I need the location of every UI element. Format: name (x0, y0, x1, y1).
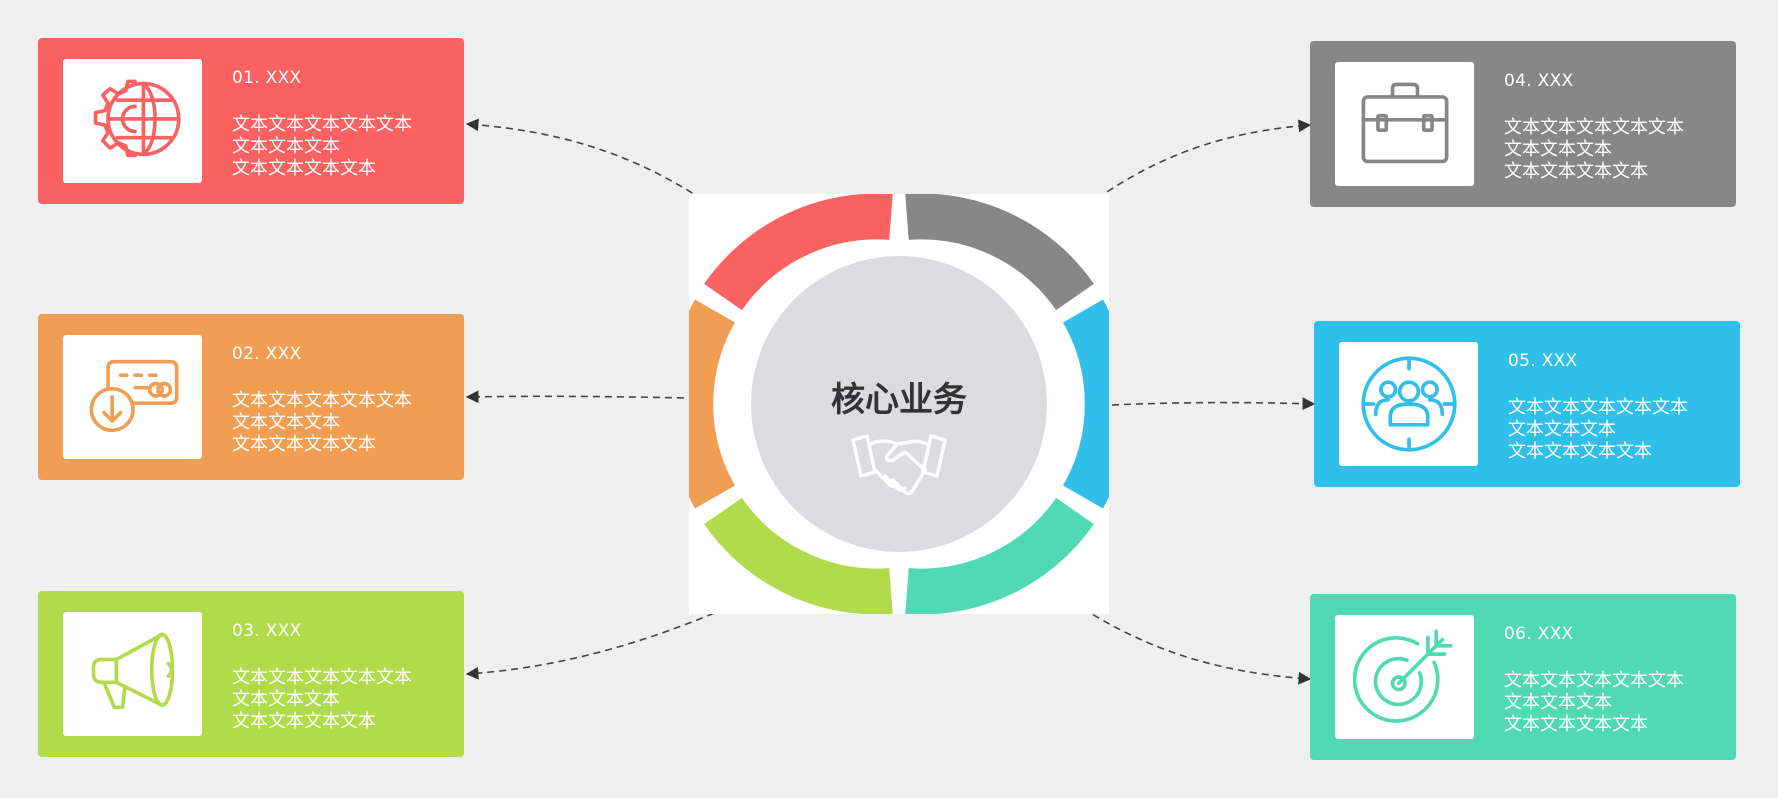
card-06-line-1: 文本文本文本文本文本 (1504, 670, 1684, 691)
card-02-title: 02. XXX (232, 344, 302, 364)
card-04-line-2: 文本文本文本 (1504, 139, 1612, 160)
card-03-icon-box (63, 612, 202, 736)
connector-04 (1039, 119, 1312, 243)
card-02-line-3: 文本文本文本文本 (232, 434, 376, 455)
card-04-text: 文本文本文本文本文本 文本文本文本 文本文本文本文本 (1504, 117, 1684, 183)
card-06-icon-box (1335, 615, 1474, 739)
card-06[interactable]: 06. XXX 文本文本文本文本文本 文本文本文本 文本文本文本文本 (1310, 594, 1736, 760)
card-01-text: 文本文本文本文本文本 文本文本文本 文本文本文本文本 (232, 114, 412, 180)
card-03-text: 文本文本文本文本文本 文本文本文本 文本文本文本文本 (232, 667, 412, 733)
card-05-text: 文本文本文本文本文本 文本文本文本 文本文本文本文本 (1508, 397, 1688, 463)
card-01-line-2: 文本文本文本 (232, 136, 340, 157)
card-04[interactable]: 04. XXX 文本文本文本文本文本 文本文本文本 文本文本文本文本 (1310, 41, 1736, 207)
card-06-title: 06. XXX (1504, 624, 1574, 644)
gear-globe-icon (93, 79, 181, 158)
ring-segment-06 (905, 497, 1094, 614)
card-05-line-3: 文本文本文本文本 (1508, 441, 1652, 462)
card-02[interactable]: 02. XXX 文本文本文本文本文本 文本文本文本 文本文本文本文本 (38, 314, 464, 480)
card-04-title: 04. XXX (1504, 71, 1574, 91)
card-05-line-2: 文本文本文本 (1508, 419, 1616, 440)
hub-ring (689, 194, 1109, 614)
card-01-line-1: 文本文本文本文本文本 (232, 114, 412, 135)
connector-02 (465, 390, 685, 404)
card-02-icon-box (63, 335, 202, 459)
card-05-line-1: 文本文本文本文本文本 (1508, 397, 1688, 418)
card-02-line-1: 文本文本文本文本文本 (232, 390, 412, 411)
card-05-title: 05. XXX (1508, 351, 1578, 371)
card-04-line-3: 文本文本文本文本 (1504, 161, 1648, 182)
card-payment-download-icon (89, 359, 178, 433)
card-04-line-1: 文本文本文本文本文本 (1504, 117, 1684, 138)
card-01[interactable]: 01. XXX 文本文本文本文本文本 文本文本文本 文本文本文本文本 (38, 38, 464, 204)
central-hub: 核心业务 (689, 194, 1109, 614)
team-target-icon (1360, 356, 1457, 452)
card-03-line-3: 文本文本文本文本 (232, 711, 376, 732)
dartboard-icon (1352, 629, 1453, 723)
connector-05 (1111, 397, 1316, 411)
card-03-title: 03. XXX (232, 621, 302, 641)
hub-inner-disc (751, 256, 1047, 552)
card-02-text: 文本文本文本文本文本 文本文本文本 文本文本文本文本 (232, 390, 412, 456)
hub-title: 核心业务 (831, 380, 967, 420)
card-05-icon-box (1339, 342, 1478, 466)
card-03[interactable]: 03. XXX 文本文本文本文本文本 文本文本文本 文本文本文本文本 (38, 591, 464, 757)
ring-segment-01 (704, 194, 893, 311)
card-01-title: 01. XXX (232, 68, 302, 88)
card-01-line-3: 文本文本文本文本 (232, 158, 376, 179)
card-03-line-2: 文本文本文本 (232, 689, 340, 710)
card-06-text: 文本文本文本文本文本 文本文本文本 文本文本文本文本 (1504, 670, 1684, 736)
ring-segment-03 (704, 497, 893, 614)
connector-01 (465, 118, 763, 241)
card-01-icon-box (63, 59, 202, 183)
ring-segment-02 (689, 299, 736, 509)
ring-segment-05 (1062, 299, 1109, 509)
connector-03 (465, 584, 781, 680)
megaphone-icon (91, 632, 174, 710)
card-06-line-3: 文本文本文本文本 (1504, 714, 1648, 735)
card-02-line-2: 文本文本文本 (232, 412, 340, 433)
card-05[interactable]: 05. XXX 文本文本文本文本文本 文本文本文本 文本文本文本文本 (1314, 321, 1740, 487)
card-04-icon-box (1335, 62, 1474, 186)
card-06-line-2: 文本文本文本 (1504, 692, 1612, 713)
briefcase-icon (1361, 82, 1448, 164)
card-03-line-1: 文本文本文本文本文本 (232, 667, 412, 688)
ring-segment-04 (905, 194, 1094, 311)
handshake-icon (851, 434, 947, 496)
